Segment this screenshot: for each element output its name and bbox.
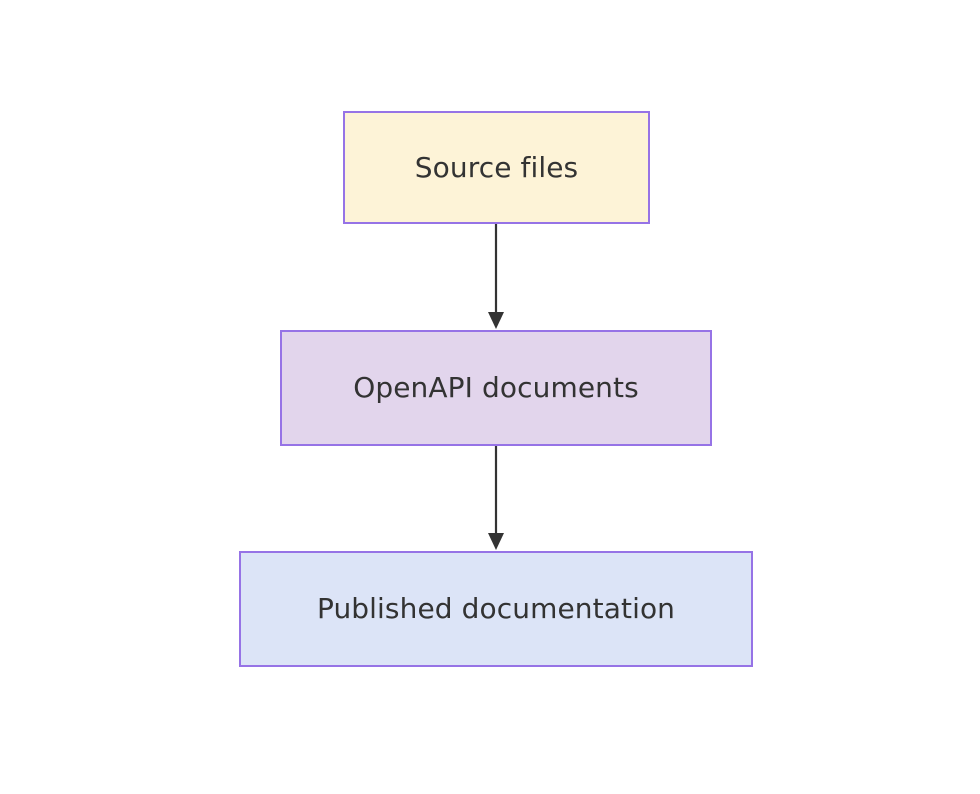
arrowhead-icon bbox=[488, 533, 504, 550]
node-source-files-label: Source files bbox=[414, 150, 579, 184]
node-openapi-documents[interactable]: OpenAPI documents bbox=[280, 330, 712, 446]
edge-source-files-to-openapi-documents bbox=[488, 224, 504, 329]
node-published-documentation[interactable]: Published documentation bbox=[239, 551, 753, 667]
arrowhead-icon bbox=[488, 312, 504, 329]
node-published-documentation-label: Published documentation bbox=[316, 592, 676, 626]
edge-openapi-documents-to-published-documentation bbox=[488, 446, 504, 550]
node-openapi-documents-label: OpenAPI documents bbox=[353, 371, 639, 405]
node-source-files[interactable]: Source files bbox=[343, 111, 650, 224]
